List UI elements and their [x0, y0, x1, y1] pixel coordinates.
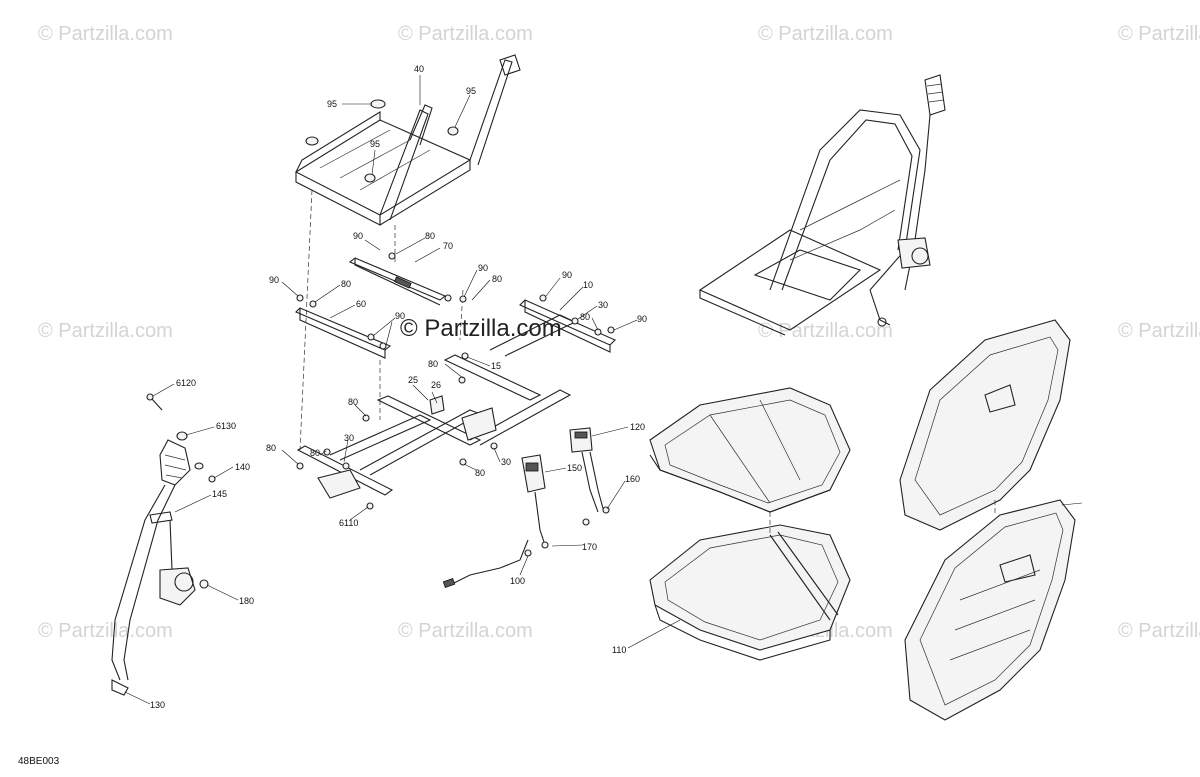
- watermark: © Partzilla.com: [758, 23, 893, 45]
- callout-label: 90: [269, 275, 279, 285]
- callout-label: 100: [510, 576, 525, 586]
- watermark: © Partzilla.com: [758, 320, 893, 342]
- callout-label: 145: [212, 489, 227, 499]
- callout-label: 180: [239, 596, 254, 606]
- seat-frame-part-40: [294, 54, 521, 226]
- callout-label: 80: [310, 448, 320, 458]
- seat-cushion-part-100: [649, 387, 851, 661]
- callout-label: 80: [475, 468, 485, 478]
- watermark: © Partzilla.com: [398, 23, 533, 45]
- seat-back-part-110: [899, 319, 1076, 721]
- center-watermark: © Partzilla.com: [400, 315, 562, 342]
- callout-label: 80: [425, 231, 435, 241]
- watermark: © Partzilla.com: [1118, 620, 1200, 642]
- callout-label: 80: [492, 274, 502, 284]
- callout-label: 80: [428, 359, 438, 369]
- callout-label: 110: [612, 645, 626, 655]
- callout-label: 6120: [176, 378, 196, 388]
- slide-rail-part-70: [348, 257, 447, 306]
- callout-label: 6130: [216, 421, 236, 431]
- buckle-part-130: [569, 427, 605, 513]
- callout-label: 170: [582, 542, 597, 552]
- buckle-part-120: [442, 454, 610, 589]
- callout-label: 30: [598, 300, 608, 310]
- callout-label: 70: [443, 241, 453, 251]
- watermark: © Partzilla.com: [398, 620, 533, 642]
- base-frame-part-10: [296, 314, 577, 499]
- callout-label: 80: [341, 279, 351, 289]
- callout-label: 95: [370, 139, 380, 149]
- callout-label: 10: [583, 280, 593, 290]
- callout-labels: 40 95 95 95 90 80 70 90 80 90 80 60 90 9…: [150, 64, 647, 710]
- callout-label: 30: [501, 457, 511, 467]
- callout-label: 80: [266, 443, 276, 453]
- watermark: © Partzilla.com: [1118, 23, 1200, 45]
- callout-label: 90: [562, 270, 572, 280]
- callout-label: 160: [625, 474, 640, 484]
- callout-label: 80: [348, 397, 358, 407]
- callout-label: 95: [327, 99, 337, 109]
- seat-assembly-view: [698, 74, 946, 336]
- callout-label: 80: [580, 312, 590, 322]
- callout-label: 15: [491, 361, 501, 371]
- watermark: © Partzilla.com: [1118, 320, 1200, 342]
- watermark-layer: © Partzilla.com © Partzilla.com © Partzi…: [38, 23, 1200, 642]
- callout-label: 26: [431, 380, 441, 390]
- callout-label: 60: [356, 299, 366, 309]
- slide-rail-part-60: [295, 299, 616, 359]
- callout-label: 90: [395, 311, 405, 321]
- watermark: © Partzilla.com: [38, 620, 173, 642]
- watermark: © Partzilla.com: [38, 23, 173, 45]
- callout-label: 150: [567, 463, 582, 473]
- callout-label: 130: [150, 700, 165, 710]
- fasteners: [296, 252, 615, 510]
- callout-label: 6110: [339, 518, 358, 528]
- callout-label: 25: [408, 375, 418, 385]
- leader-lines: [124, 75, 1083, 705]
- callout-label: 95: [466, 86, 476, 96]
- diagram-code: 48BE003: [18, 756, 60, 767]
- callout-label: 90: [353, 231, 363, 241]
- callout-label: 90: [637, 314, 647, 324]
- callout-label: 120: [630, 422, 645, 432]
- watermark: © Partzilla.com: [38, 320, 173, 342]
- callout-label: 40: [414, 64, 424, 74]
- callout-label: 140: [235, 462, 250, 472]
- seat-belt-part-140: [111, 393, 216, 696]
- callout-label: 30: [344, 433, 354, 443]
- callout-label: 90: [478, 263, 488, 273]
